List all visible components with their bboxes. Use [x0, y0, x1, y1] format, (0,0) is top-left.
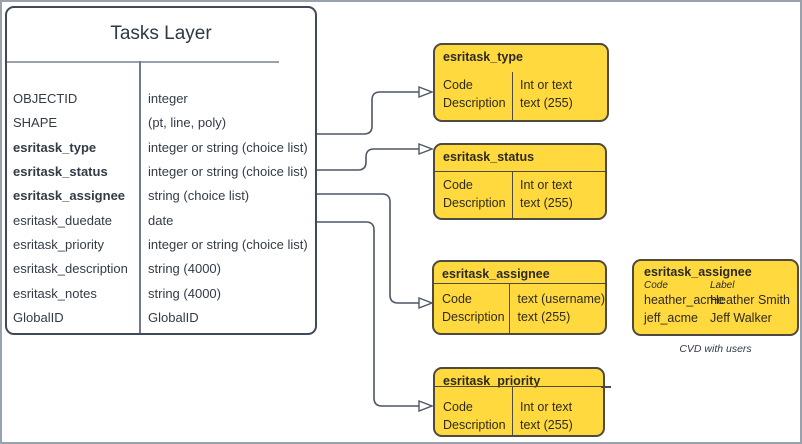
field-row-esritask-assignee: esritask_assignee string (choice list) — [7, 184, 315, 208]
cvd-user-code: jeff_acme — [644, 310, 698, 325]
domain-table-esritask-type: esritask_type Code Description Int or te… — [433, 43, 609, 122]
open-arrowhead-icon — [418, 142, 434, 156]
field-row-shape: SHAPE (pt, line, poly) — [7, 111, 315, 135]
domain-table-title: esritask_priority — [443, 374, 541, 388]
field-row-globalid: GlobalID GlobalID — [7, 306, 315, 330]
field-type: integer or string (choice list) — [148, 139, 308, 155]
domain-table-types: Int or text text (255) — [512, 387, 603, 435]
domain-table-fields: Code Description — [442, 292, 505, 324]
field-rows: OBJECTID integer SHAPE (pt, line, poly) … — [7, 87, 315, 330]
cvd-table-title: esritask_assignee — [644, 265, 752, 279]
field-row-esritask-status: esritask_status integer or string (choic… — [7, 160, 315, 184]
field-name: SHAPE — [13, 115, 58, 131]
domain-table-types: Int or text text (255) — [512, 72, 607, 120]
field-type: string (choice list) — [148, 188, 250, 204]
field-name: esritask_notes — [13, 285, 97, 301]
tasks-layer-title: Tasks Layer — [110, 23, 212, 44]
field-name: esritask_priority — [13, 237, 105, 253]
field-type: (pt, line, poly) — [148, 115, 227, 131]
cvd-user-label: Jeff Walker — [710, 310, 772, 325]
field-name: esritask_status — [13, 164, 108, 180]
column-divider — [139, 61, 141, 333]
field-type: string (4000) — [148, 285, 221, 301]
tasks-layer-table: Tasks Layer OBJECTID integer SHAPE (pt, … — [5, 6, 317, 335]
domain-table-fields: Code Description — [443, 400, 506, 432]
field-name: esritask_duedate — [13, 212, 113, 228]
cvd-ellipsis: .... — [644, 327, 658, 336]
field-type: GlobalID — [148, 310, 199, 326]
field-name: esritask_description — [13, 261, 128, 277]
field-type: date — [148, 212, 174, 228]
domain-table-fields: Code Description — [443, 178, 506, 210]
domain-table-title: esritask_status — [443, 150, 535, 164]
domain-table-types: text (username) text (255) — [509, 284, 605, 333]
domain-table-esritask-assignee: esritask_assignee Code Description text … — [432, 260, 607, 335]
field-name: esritask_assignee — [13, 188, 126, 204]
field-type: integer or string (choice list) — [148, 237, 308, 253]
field-name: OBJECTID — [13, 91, 78, 106]
open-arrowhead-icon — [418, 296, 434, 310]
field-type: integer — [148, 91, 188, 106]
title-divider — [7, 61, 279, 63]
cvd-users-table: esritask_assignee Code Label heather_acm… — [632, 259, 799, 336]
connector-esritask-priority — [315, 221, 419, 407]
domain-table-title: esritask_type — [443, 50, 523, 64]
cvd-header-label: Label — [710, 280, 735, 291]
divider-overhang — [601, 386, 611, 388]
field-name: GlobalID — [13, 310, 64, 326]
field-name: esritask_type — [13, 139, 97, 155]
domain-table-types: Int or text text (255) — [512, 172, 605, 218]
cvd-header-code: Code — [644, 280, 668, 291]
domain-table-fields: Code Description — [443, 78, 506, 110]
open-arrowhead-icon — [418, 399, 434, 413]
field-row-esritask-description: esritask_description string (4000) — [7, 257, 315, 281]
cvd-table-grid: Code Label heather_acme Heather Smith je… — [644, 279, 797, 327]
open-arrowhead-icon — [418, 85, 434, 99]
connector-esritask-assignee — [315, 193, 419, 304]
cvd-user-code: heather_acme — [644, 293, 724, 307]
field-type: string (4000) — [148, 261, 221, 277]
field-row-objectid: OBJECTID integer — [7, 87, 315, 111]
field-row-esritask-type: esritask_type integer or string (choice … — [7, 136, 315, 160]
field-row-esritask-notes: esritask_notes string (4000) — [7, 282, 315, 306]
connector-esritask-status — [315, 148, 419, 171]
domain-table-title: esritask_assignee — [442, 267, 550, 281]
domain-table-esritask-status: esritask_status Code Description Int or … — [433, 143, 607, 220]
connector-esritask-type — [315, 91, 419, 135]
domain-table-esritask-priority: esritask_priority Code Description Int o… — [433, 367, 611, 437]
cvd-caption: CVD with users — [679, 343, 752, 355]
field-type: integer or string (choice list) — [148, 164, 308, 180]
field-row-esritask-duedate: esritask_duedate date — [7, 209, 315, 233]
field-row-esritask-priority: esritask_priority integer or string (cho… — [7, 233, 315, 257]
cvd-user-label: Heather Smith — [710, 293, 790, 307]
